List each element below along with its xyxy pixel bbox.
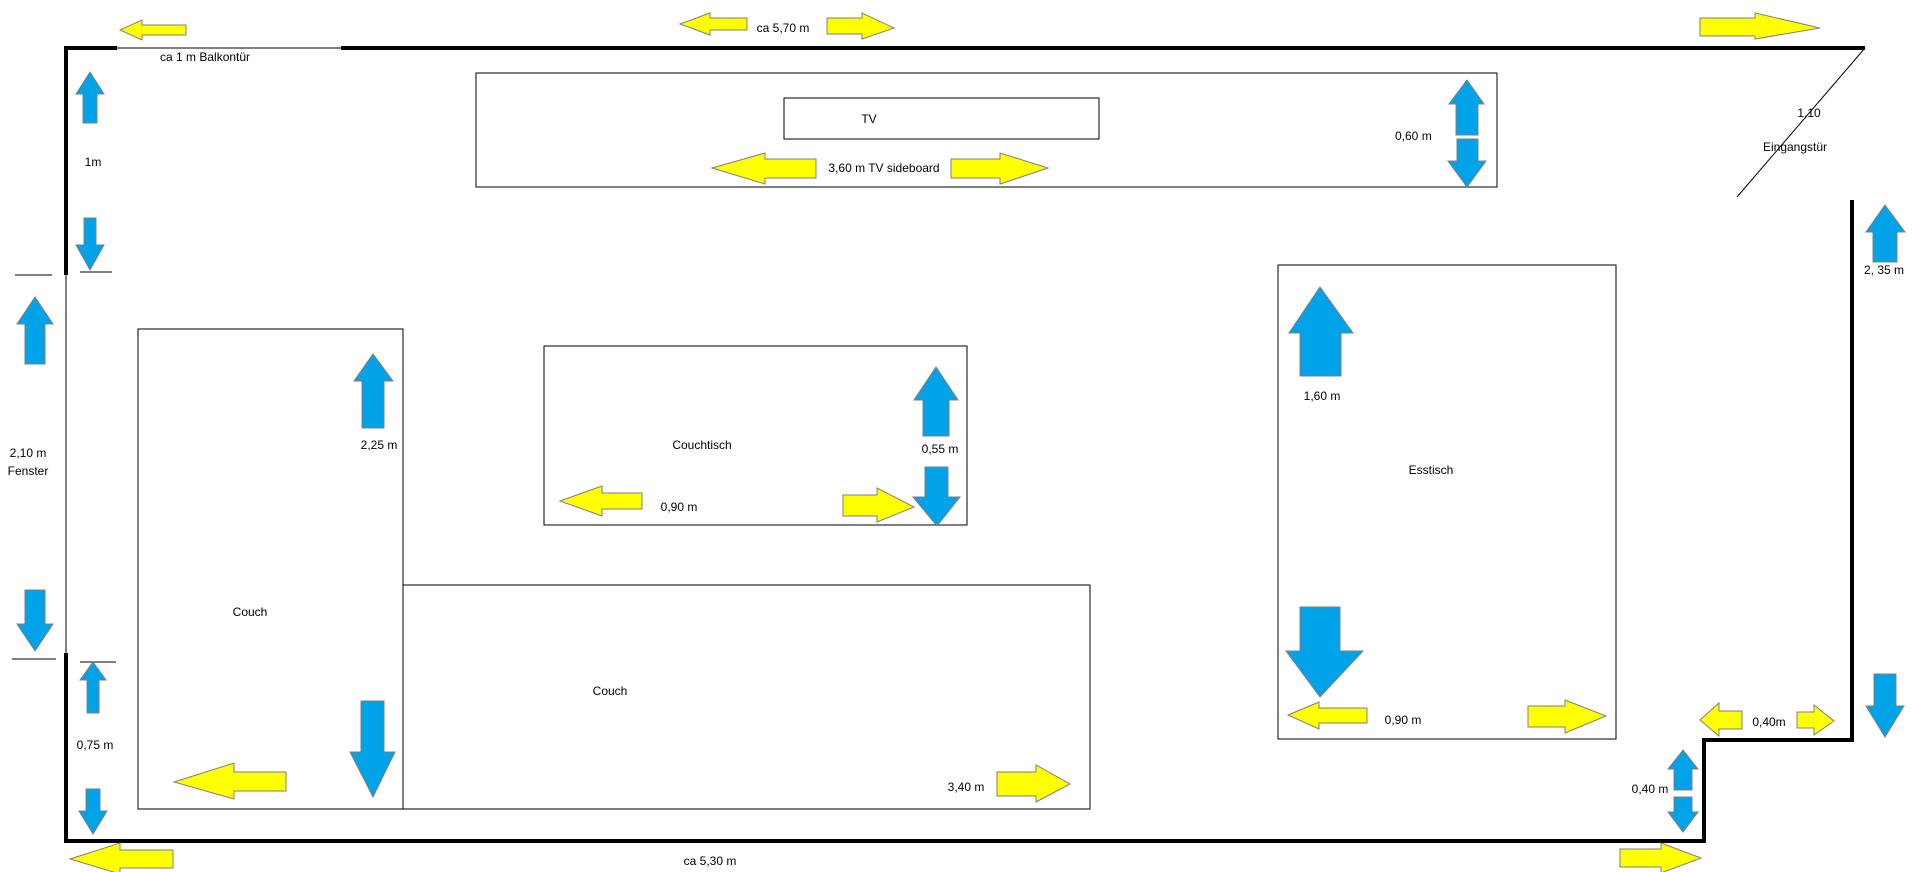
dining-table-length-label: 1,60 m [1303, 389, 1341, 403]
couch-left-label: Couch [232, 605, 268, 619]
arrow-down-dining-table [1285, 606, 1365, 698]
couch-right-length-label: 3,40 m [947, 780, 985, 794]
furniture [137, 72, 1617, 810]
window-label: Fenster [7, 464, 49, 478]
arrow-up-right-wall [1865, 204, 1906, 263]
left-wall-top-label: 1m [84, 155, 102, 169]
sideboard-depth-label: 0,60 m [1395, 129, 1432, 143]
bottom-width-label: ca 5,30 m [683, 854, 737, 868]
arrow-down-window [16, 589, 54, 652]
tv-label: TV [861, 112, 877, 126]
arrow-right-couch [996, 764, 1072, 803]
arrow-right-sideboard [950, 152, 1050, 185]
arrow-left-balcony [118, 19, 187, 41]
couch-right-label: Couch [592, 684, 628, 698]
arrow-right-dining-table [1527, 699, 1608, 734]
dining-table-width-label: 0,90 m [1384, 713, 1422, 727]
arrow-left-sideboard [710, 152, 817, 185]
balcony-door-label: ca 1 m Balkontür [160, 50, 251, 64]
coffee-table-label: Couchtisch [672, 438, 732, 452]
couch-length-label: 2,25 m [360, 438, 398, 452]
arrow-up-dining-table [1288, 286, 1354, 377]
left-wall-bottom-label: 0,75 m [76, 738, 114, 752]
niche-width-label: 0,40m [1752, 715, 1786, 729]
arrow-left-top-width [678, 12, 748, 36]
dining-table-label: Esstisch [1408, 463, 1454, 477]
arrow-down-niche [1667, 796, 1699, 833]
niche-depth-label: 0,40 m [1631, 782, 1669, 796]
couch-right [403, 584, 1091, 810]
entrance-door-label: Eingangstür [1762, 140, 1828, 154]
thin-wall-lines [12, 47, 1866, 663]
arrow-right-niche [1796, 703, 1835, 736]
arrow-down-couch [349, 700, 396, 799]
arrow-right-top-width [826, 12, 896, 40]
arrow-up-left-wall-top [75, 71, 105, 124]
arrow-right-coffee-table [842, 487, 916, 523]
arrow-left-bottom-width [68, 842, 174, 872]
entrance-door-swing [1736, 47, 1866, 198]
couch-left [137, 328, 404, 810]
right-wall-label: 2, 35 m [1863, 263, 1905, 277]
horizontal-arrows [68, 12, 1835, 872]
arrow-left-coffee-table [558, 485, 643, 517]
vertical-arrows [16, 71, 1906, 835]
arrow-down-left-wall-bottom [78, 788, 108, 835]
arrow-up-left-wall-bottom [79, 661, 107, 714]
tv-sideboard [475, 72, 1498, 188]
coffee-table-depth-label: 0,55 m [921, 442, 959, 456]
window-size-label: 2,10 m [9, 446, 47, 460]
arrow-right-top-entrance [1699, 12, 1821, 40]
coffee-table-width-label: 0,90 m [660, 500, 698, 514]
arrow-left-dining-table [1286, 701, 1368, 730]
tv-sideboard-width-label: 3,60 m TV sideboard [828, 161, 940, 175]
arrow-down-coffee-table [911, 466, 962, 527]
wall-bottom-right [64, 200, 1854, 843]
coffee-table [543, 345, 968, 526]
arrow-up-niche [1666, 749, 1700, 791]
arrow-up-sideboard [1448, 79, 1485, 136]
arrow-up-couch [353, 353, 394, 429]
arrow-right-bottom-width [1619, 842, 1703, 872]
tv [783, 97, 1100, 140]
arrow-up-coffee-table [913, 366, 959, 437]
arrow-left-couch [172, 762, 287, 800]
arrow-down-left-wall-top [75, 217, 105, 272]
arrow-down-sideboard [1447, 138, 1487, 188]
arrow-down-right-wall [1865, 673, 1905, 738]
entrance-width-label: 1,10 [1797, 106, 1821, 120]
dining-table [1277, 264, 1617, 740]
top-width-label: ca 5,70 m [756, 21, 810, 35]
arrow-left-niche [1699, 701, 1743, 738]
walls [64, 46, 1865, 843]
wall-left-top [64, 46, 117, 275]
arrow-up-window [16, 296, 54, 365]
